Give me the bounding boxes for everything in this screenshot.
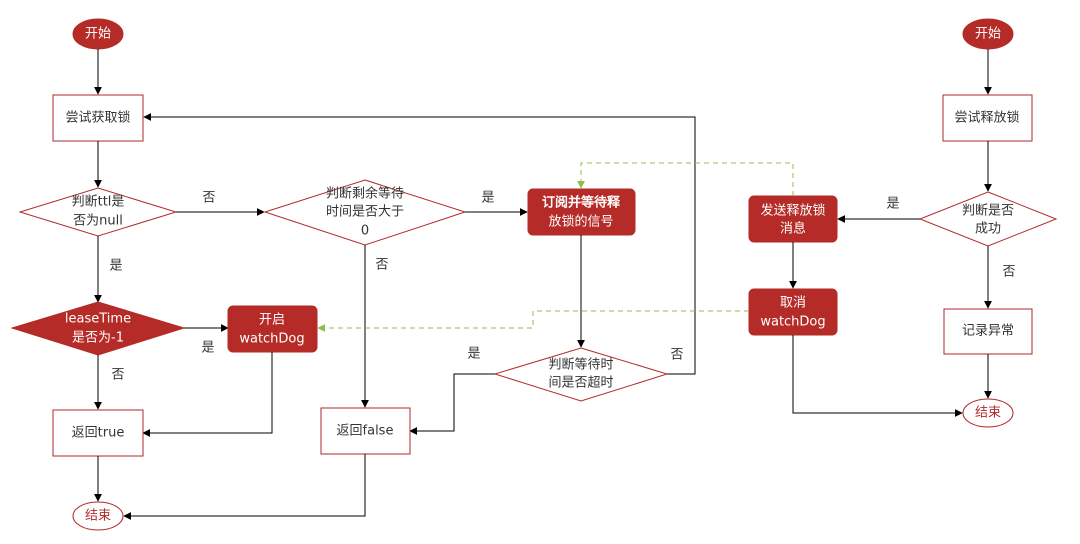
edge-cancel-to-end [792, 335, 963, 417]
return-false-node: 返回false [320, 407, 411, 455]
left-end-label: 结束 [85, 509, 111, 524]
success-line1: 判断是否 [962, 204, 1014, 219]
record-error-label: 记录异常 [962, 324, 1014, 339]
success-decision: 判断是否 成功 [918, 191, 1058, 247]
edge-timeout-to-false [409, 373, 495, 435]
subscribe-node: 订阅并等待释 放锁的信号 [527, 188, 636, 236]
label-no-success: 否 [1002, 265, 1015, 280]
ttl-null-decision: 判断ttl是 否为null [18, 187, 178, 237]
edge-false-to-end [123, 454, 366, 520]
label-no-timeout: 否 [670, 348, 683, 363]
return-false-label: 返回false [337, 424, 394, 439]
edge-timeout-to-acquire [143, 113, 696, 375]
return-true-label: 返回true [72, 426, 125, 441]
label-yes-ttl: 是 [109, 259, 122, 274]
send-msg-line1: 发送释放锁 [760, 203, 825, 219]
left-start-node: 开始 [72, 18, 124, 50]
remaining-line1: 判断剩余等待 [326, 186, 404, 202]
try-acquire-node: 尝试获取锁 [52, 94, 144, 142]
right-end-label: 结束 [975, 406, 1001, 421]
left-start-label: 开始 [85, 27, 111, 42]
label-yes-timeout: 是 [467, 347, 480, 362]
remaining-line3: 0 [361, 224, 369, 239]
remaining-line2: 时间是否大于 [326, 205, 404, 220]
ttl-null-line1: 判断ttl是 [72, 195, 125, 210]
timeout-line1: 判断等待时 [548, 357, 613, 373]
timeout-decision: 判断等待时 间是否超时 [493, 347, 669, 402]
cancel-watchdog-node: 取消 watchDog [748, 288, 838, 336]
label-yes-success: 是 [886, 197, 899, 212]
label-no-remaining: 否 [375, 258, 388, 273]
try-release-node: 尝试释放锁 [942, 94, 1033, 142]
label-yes-remaining: 是 [481, 191, 494, 206]
record-error-node: 记录异常 [943, 308, 1033, 355]
return-true-node: 返回true [52, 409, 144, 457]
label-no-lease: 否 [111, 368, 124, 383]
signal-cancel-to-watchdog [317, 310, 749, 332]
send-release-msg-node: 发送释放锁 消息 [748, 195, 838, 243]
open-watchdog-node: 开启 watchDog [227, 305, 318, 353]
ttl-null-line2: 否为null [73, 214, 123, 229]
subscribe-line1: 订阅并等待释 [542, 195, 621, 211]
lease-time-decision: leaseTime 是否为-1 [10, 301, 186, 356]
subscribe-line2: 放锁的信号 [548, 214, 613, 230]
right-start-label: 开始 [975, 27, 1001, 42]
try-acquire-label: 尝试获取锁 [65, 110, 130, 126]
edge-watchdog-to-true [142, 352, 273, 437]
right-start-node: 开始 [962, 18, 1014, 50]
left-end-node: 结束 [72, 501, 124, 531]
signal-send-to-subscribe [577, 162, 794, 196]
send-msg-line2: 消息 [780, 221, 806, 237]
timeout-line2: 间是否超时 [548, 376, 613, 391]
lease-line2: 是否为-1 [72, 331, 124, 346]
cancel-watchdog-line1: 取消 [780, 296, 806, 311]
success-line2: 成功 [975, 222, 1001, 237]
remaining-wait-decision: 判断剩余等待 时间是否大于 0 [263, 179, 467, 246]
cancel-watchdog-line2: watchDog [760, 315, 825, 330]
right-end-node: 结束 [962, 398, 1014, 428]
label-no-ttl: 否 [202, 191, 215, 206]
label-yes-lease: 是 [201, 341, 214, 356]
open-watchdog-line1: 开启 [259, 313, 285, 328]
lease-line1: leaseTime [65, 312, 131, 327]
try-release-label: 尝试释放锁 [954, 110, 1019, 126]
open-watchdog-line2: watchDog [239, 332, 304, 347]
